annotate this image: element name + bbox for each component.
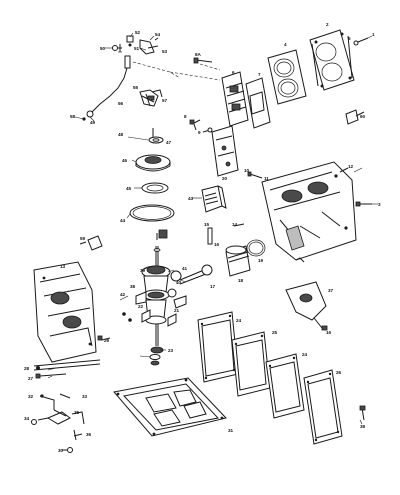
callout-11: 11	[264, 176, 269, 181]
callout-3: 3	[378, 202, 381, 207]
callout-36: 36	[86, 432, 92, 437]
fuel-pump	[285, 281, 328, 331]
callout-21: 21	[174, 308, 180, 313]
crankshaft-assembly	[119, 246, 213, 366]
callout-18: 18	[238, 278, 244, 283]
callout-44: 44	[120, 218, 126, 223]
callout-51: 51	[134, 46, 140, 51]
flywheel-stack	[129, 128, 175, 240]
callout-56: 56	[118, 101, 124, 106]
callout-34: 34	[24, 416, 30, 421]
callout-60: 60	[360, 114, 366, 119]
crankcase-cover	[33, 235, 111, 363]
callout-16b: 16	[326, 330, 332, 335]
callout-20: 20	[222, 176, 228, 181]
callout-47: 47	[166, 140, 172, 145]
callout-24b: 24	[302, 352, 308, 357]
callout-50: 50	[100, 46, 106, 51]
throttle-linkage-assembly	[82, 35, 181, 121]
callout-5: 5	[348, 36, 351, 41]
callout-27: 27	[28, 376, 34, 381]
callout-59: 59	[80, 236, 86, 241]
callout-29: 29	[104, 338, 110, 343]
callout-1: 1	[372, 32, 375, 37]
callout-19: 19	[258, 258, 264, 263]
callout-33: 33	[82, 394, 88, 399]
callout-38b: 38	[360, 424, 366, 429]
callout-16: 16	[214, 242, 220, 247]
callout-25: 25	[272, 330, 278, 335]
callout-labels: 50 52 54 53 51 55 56 57 58 49 8A 6 7 4 2…	[24, 22, 381, 453]
cylinder-head-group	[221, 29, 373, 129]
callout-40: 40	[176, 280, 182, 285]
callout-2: 2	[326, 22, 329, 27]
callout-41: 41	[182, 266, 188, 271]
callout-39: 39	[140, 268, 146, 273]
callout-55: 55	[133, 85, 139, 90]
callout-58: 58	[70, 114, 76, 119]
callout-8a: 8A	[195, 52, 202, 57]
callout-38: 38	[130, 284, 136, 289]
callout-54: 54	[155, 32, 161, 37]
callout-43: 43	[188, 196, 194, 201]
callout-14: 14	[232, 222, 238, 227]
callout-12: 12	[348, 164, 354, 169]
callout-32: 32	[28, 394, 34, 399]
piston-assembly	[207, 223, 266, 277]
callout-26: 26	[336, 370, 342, 375]
callout-45: 45	[126, 186, 132, 191]
callout-6: 6	[232, 70, 235, 75]
crankcase-block	[261, 161, 357, 263]
cover-panels	[197, 311, 366, 445]
ignition-module	[201, 185, 227, 213]
manifold-plate	[113, 377, 227, 437]
callout-24: 24	[236, 318, 242, 323]
callout-23: 23	[168, 348, 174, 353]
callout-4: 4	[284, 42, 287, 47]
callout-49: 49	[90, 120, 96, 125]
callout-52: 52	[135, 30, 141, 35]
callout-9: 9	[198, 130, 201, 135]
leader-lines	[47, 32, 378, 425]
callout-22: 22	[138, 304, 144, 309]
callout-13: 13	[60, 264, 66, 269]
hardware-lower-left	[31, 359, 101, 453]
callout-35: 35	[74, 410, 80, 415]
callout-7: 7	[258, 72, 261, 77]
callout-42: 42	[120, 292, 126, 297]
callout-37: 37	[328, 288, 334, 293]
callout-28: 28	[24, 366, 30, 371]
callout-57: 57	[162, 98, 168, 103]
callout-8: 8	[184, 114, 187, 119]
callout-30: 30	[58, 448, 64, 453]
callout-10: 10	[244, 168, 250, 173]
callout-17: 17	[210, 284, 216, 289]
callout-15: 15	[204, 222, 210, 227]
callout-53: 53	[162, 49, 168, 54]
callout-31: 31	[228, 428, 234, 433]
callout-46: 46	[122, 158, 128, 163]
hardware-upper	[169, 57, 372, 207]
callout-48: 48	[118, 132, 124, 137]
